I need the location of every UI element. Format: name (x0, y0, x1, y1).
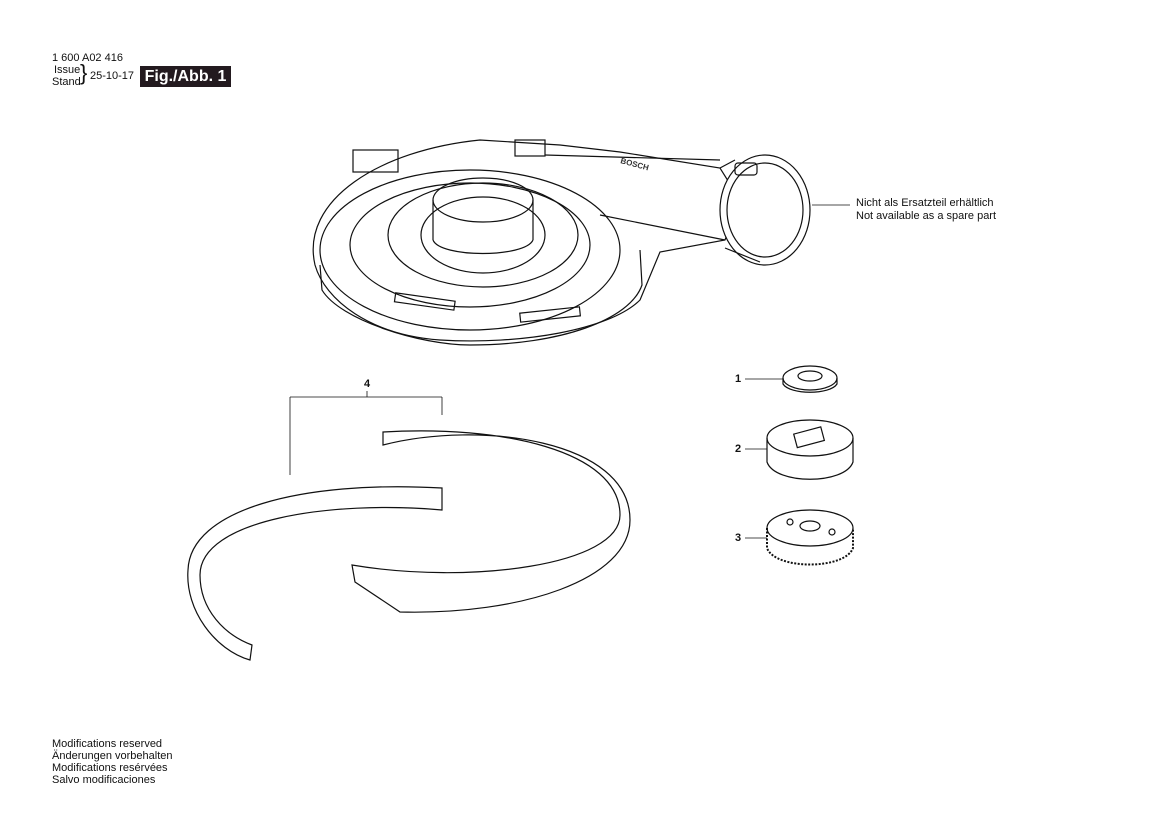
stand-label: Stand (52, 76, 81, 88)
footer-line-en: Modifications reserved (52, 738, 163, 750)
issue-date: 25-10-17 (90, 70, 135, 82)
callout-2: 2 (735, 443, 742, 455)
callout-4: 4 (364, 378, 371, 390)
footer-line-es: Salvo modificaciones (52, 774, 156, 786)
callout-3: 3 (735, 532, 742, 544)
note-english: Not available as a spare part (856, 210, 997, 222)
footer-line-fr: Modifications resérvées (52, 762, 168, 774)
brace-symbol: } (80, 60, 88, 85)
footer-line-de: Änderungen vorbehalten (52, 750, 173, 762)
dust-guard-drawing (312, 139, 850, 346)
part-3-quick-clamping-nut-drawing (745, 509, 854, 566)
part-number: 1 600 A02 416 (52, 52, 123, 64)
part-2-flange-nut-drawing (745, 419, 854, 480)
issue-label: Issue (54, 64, 81, 76)
part-1-washer-drawing (745, 365, 838, 393)
sealing-strips-drawing (187, 391, 631, 661)
note-german: Nicht als Ersatzteil erhältlich (856, 197, 994, 209)
callout-1: 1 (735, 373, 742, 385)
figure-label: Fig./Abb. 1 (140, 66, 231, 87)
